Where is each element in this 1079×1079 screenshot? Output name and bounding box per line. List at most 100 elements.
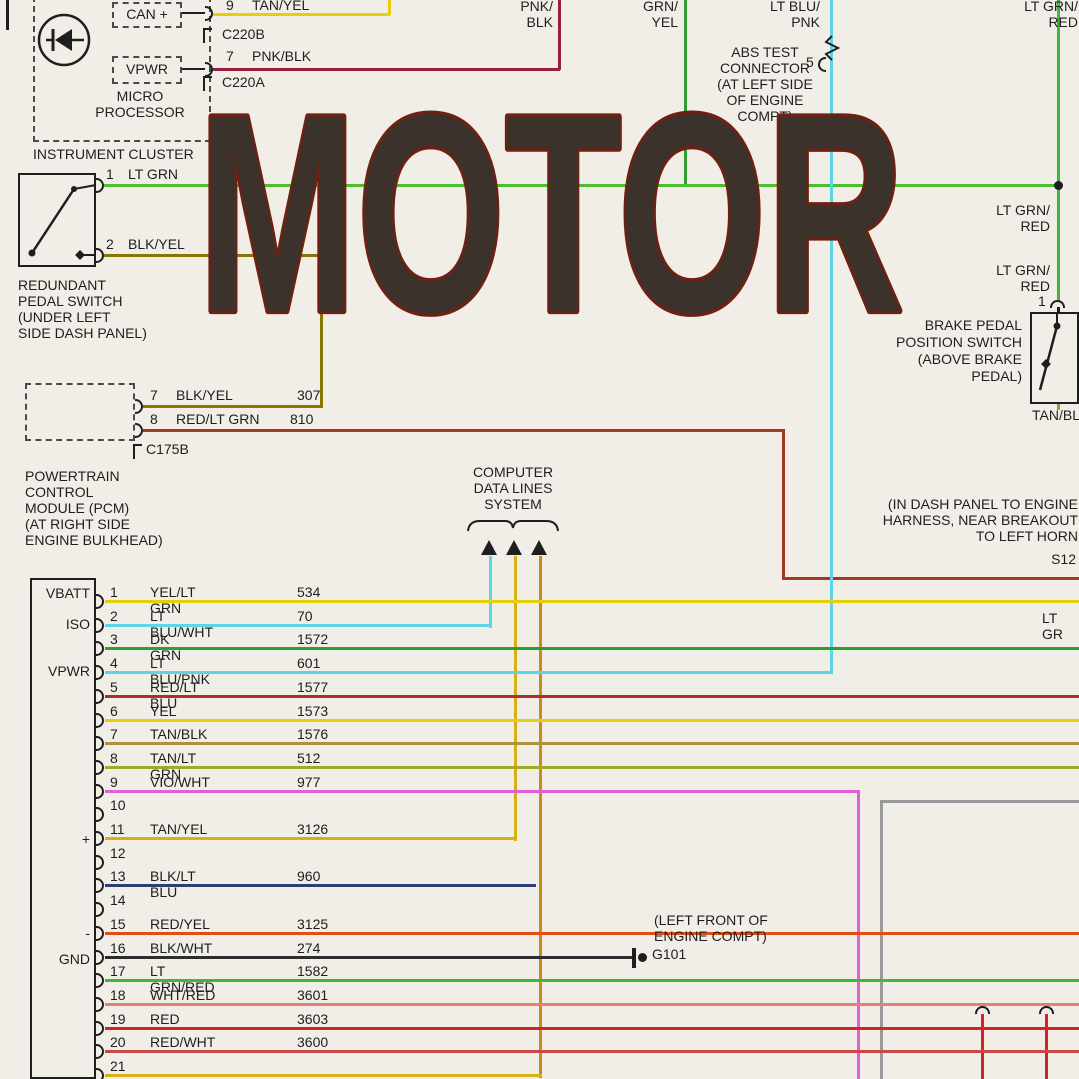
wire-color-label: LT BLU/ PNK: [769, 0, 820, 30]
redundant-pedal-switch-box: [18, 173, 96, 267]
wire-color-label: LT GRN/ RED: [996, 262, 1050, 294]
wire-gray: [880, 800, 1079, 803]
splice-id: S12: [1051, 551, 1076, 567]
data-line-3: [539, 556, 542, 1078]
ground-id: G101: [652, 946, 687, 962]
pin-number: 19: [110, 1010, 126, 1027]
pin-connector: [96, 594, 104, 609]
pin-connector: [1039, 1006, 1054, 1014]
abs-test-connector-caption: ABS TEST CONNECTOR (AT LEFT SIDE OF ENGI…: [717, 44, 813, 124]
wire-color-label: BLK/WHT: [150, 939, 213, 956]
circuit-number: 307: [297, 387, 321, 403]
circuit-number: 1577: [297, 678, 329, 695]
data-line-2: [514, 556, 517, 841]
pin-connector: [135, 423, 143, 438]
circuit-number: 274: [297, 939, 321, 956]
vpwr-label: VPWR: [126, 61, 168, 77]
wire-red-branch: [1045, 1014, 1048, 1079]
pin-number: 7: [150, 387, 158, 403]
wire-blk-yel: [104, 254, 323, 257]
ground-bar: [632, 948, 636, 968]
pin-connector: [96, 996, 104, 1012]
block-label-iso: ISO: [65, 616, 90, 632]
brake-pedal-switch-caption: BRAKE PEDAL POSITION SWITCH (ABOVE BRAKE…: [896, 317, 1022, 384]
pin-connector: [96, 807, 104, 823]
wire-color-label: TAN/LT GRN: [150, 749, 196, 782]
wire-color-label: LT GRN/ RED: [1024, 0, 1078, 30]
circuit-number: 3603: [297, 1010, 329, 1027]
pin-connector: [96, 641, 104, 657]
wire-color-label: YEL/LT GRN: [150, 584, 196, 616]
pcm-box: [25, 383, 135, 441]
pin-connector: [96, 949, 104, 965]
wire-color-label: RED: [150, 1010, 180, 1027]
junction-dot: [1054, 181, 1063, 190]
pin-number: 3: [110, 631, 118, 648]
pin-number: 5: [110, 678, 118, 695]
wire-blk-yel-307: [143, 405, 323, 408]
block-label-gnd: GND: [58, 951, 90, 967]
wire-lt-grn-red: [1057, 0, 1060, 301]
pin-number: 21: [110, 1058, 126, 1074]
circuit-number: 1573: [297, 702, 329, 719]
wire-color-label: GRN/ YEL: [643, 0, 678, 30]
pin-connector: [135, 399, 143, 414]
pin-connector: [96, 831, 104, 846]
redundant-pedal-switch-caption: REDUNDANT PEDAL SWITCH (UNDER LEFT SIDE …: [18, 277, 147, 341]
wire-color-label: YEL: [150, 702, 177, 719]
pin-number: 13: [110, 868, 126, 885]
pin-number: 1: [110, 584, 118, 600]
pin-number: 20: [110, 1034, 126, 1051]
pin-number: 17: [110, 963, 126, 980]
circuit-number: 1572: [297, 631, 329, 648]
pin-connector: [96, 973, 104, 989]
wire-color-label: TAN/YEL: [150, 821, 208, 837]
data-line-arrow-icon: [506, 540, 522, 555]
watermark-text: MOTOR: [198, 56, 904, 371]
wire-color-label: TAN/BL: [1032, 407, 1079, 423]
wire-color-label: RED/YEL: [150, 915, 210, 932]
circuit-number: 1576: [297, 726, 329, 743]
connector-lead: [182, 12, 205, 14]
connector-lead: [182, 68, 205, 70]
block-label-vpwr: VPWR: [48, 663, 90, 679]
wire-color-label: PNK/BLK: [252, 48, 312, 64]
wire: [105, 1074, 542, 1077]
wire-color-label: PNK/ BLK: [520, 0, 553, 30]
wire: [105, 837, 517, 840]
wire-color-label: WHT/RED: [150, 986, 216, 1003]
wire-pnk-blk: [213, 68, 560, 71]
pin-connector: [96, 248, 104, 263]
block-label-vbatt: VBATT: [45, 585, 90, 601]
wire-color-label: LT GRN: [128, 166, 179, 182]
pin-connector: [96, 878, 104, 894]
wire-red-lt-grn-810: [782, 577, 1079, 580]
pin-connector: [96, 712, 104, 728]
ground-dot: [638, 953, 647, 962]
block-label-plus: +: [81, 831, 90, 847]
pin-number: 5: [806, 54, 814, 70]
pin-connector: [96, 1068, 104, 1079]
pin-number: 12: [110, 844, 126, 861]
wire: [105, 789, 860, 793]
pin-connector: [818, 57, 826, 72]
wire: [105, 1050, 1079, 1054]
pin-connector: [975, 1006, 990, 1014]
wire-color-label: RED/LT GRN: [176, 411, 260, 427]
circuit-number: 3125: [297, 915, 329, 932]
wire-pnk-blk: [558, 0, 561, 70]
indicator-lamp-icon: [37, 13, 91, 67]
pin-connector: [96, 178, 104, 193]
wire-lt-blu-pnk: [830, 0, 833, 674]
wire-color-label: LT GR: [1042, 610, 1063, 642]
ground-note: (LEFT FRONT OF ENGINE COMPT): [654, 912, 768, 944]
circuit-number: 810: [290, 411, 314, 427]
pin-connector: [96, 759, 104, 775]
strain-relief-icon: [824, 35, 841, 61]
data-line-1: [489, 556, 492, 628]
wire-color-label: VIO/WHT: [150, 773, 210, 790]
wire-grn-yel: [684, 0, 687, 187]
wire-red-branch: [981, 1014, 984, 1079]
wire: [105, 1026, 1079, 1030]
